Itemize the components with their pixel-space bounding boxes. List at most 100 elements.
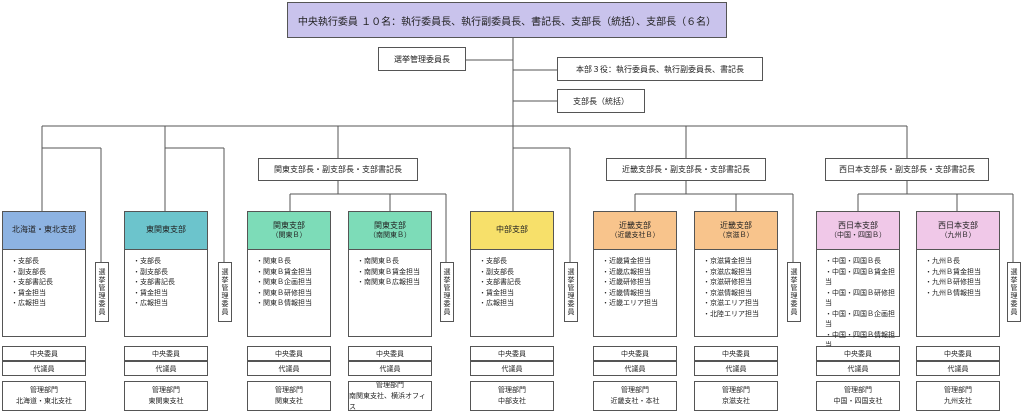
branch-header: 近畿支部（京滋Ｂ） [695, 212, 777, 250]
representative-cell: 代議員 [348, 361, 432, 376]
branch-header: 西日本支部（中国・四国Ｂ） [817, 212, 899, 250]
duty-item: 広報担当 [133, 298, 207, 309]
duty-item: 九州Ｂ長 [925, 256, 999, 267]
management-dept-label: 管理部門 [498, 386, 526, 394]
branch-box: 近畿支部（近畿支社Ｂ）近畿賃金担当近畿広報担当近畿研修担当近畿情報担当近畿エリア… [593, 211, 677, 337]
duty-item: 中国・四国Ｂ賃金担当 [825, 267, 899, 288]
duty-item: 京滋賃金担当 [703, 256, 777, 267]
branch-subname: （京滋Ｂ） [718, 231, 754, 240]
management-dept-box: 管理部門関東支社 [247, 381, 331, 411]
management-dept-location: 京滋支社 [722, 397, 750, 405]
election-committee-vertical-box: 選挙管理委員 [1007, 262, 1021, 322]
management-dept-label: 管理部門 [621, 386, 649, 394]
duty-item: 南関東Ｂ長 [357, 256, 431, 267]
duty-item: 京滋情報担当 [703, 288, 777, 299]
branch-name: 関東支部 [374, 220, 406, 230]
branch-box: 北海道・東北支部支部長副支部長支部書記長賃金担当広報担当 [2, 211, 86, 337]
duty-item: 関東Ｂ賃金担当 [256, 267, 330, 278]
duty-list: 南関東Ｂ長南関東Ｂ賃金担当南関東Ｂ広報担当 [349, 250, 431, 288]
duty-item: 支部長 [11, 256, 85, 267]
management-dept-location: 南関東支社、横浜オフィス [349, 391, 426, 411]
duty-item: 京滋研修担当 [703, 277, 777, 288]
west-region-head-box: 西日本支部長・副支部長・支部書記長 [825, 158, 989, 181]
branch-box: 西日本支部（九州Ｂ）九州Ｂ長九州Ｂ賃金担当九州Ｂ研修担当九州Ｂ情報担当 [916, 211, 1000, 337]
management-dept-box: 管理部門九州支社 [916, 381, 1000, 411]
branch-name: 東関東支部 [146, 225, 186, 235]
branch-subname: （南関東Ｂ） [369, 231, 411, 240]
representative-cell: 代議員 [593, 361, 677, 376]
central-committee-cell: 中央委員 [348, 346, 432, 361]
duty-item: 南関東Ｂ広報担当 [357, 277, 431, 288]
central-committee-cell: 中央委員 [2, 346, 86, 361]
branch-header: 北海道・東北支部 [3, 212, 85, 250]
duty-item: 副支部長 [11, 267, 85, 278]
duty-item: 近畿エリア担当 [602, 298, 676, 309]
branch-box: 近畿支部（京滋Ｂ）京滋賃金担当京滋広報担当京滋研修担当京滋情報担当京滋エリア担当… [694, 211, 778, 337]
duty-item: 北陸エリア担当 [703, 309, 777, 320]
branch-subname: （近畿支社Ｂ） [610, 231, 660, 240]
duty-item: 広報担当 [479, 298, 553, 309]
duty-item: 近畿広報担当 [602, 267, 676, 278]
management-dept-box: 管理部門中国・四国支社 [816, 381, 900, 411]
duty-item: 南関東Ｂ賃金担当 [357, 267, 431, 278]
duty-item: 関東Ｂ情報担当 [256, 298, 330, 309]
management-dept-location: 関東支社 [275, 397, 303, 405]
management-dept-location: 九州支社 [944, 397, 972, 405]
duty-list: 中国・四国Ｂ長中国・四国Ｂ賃金担当中国・四国Ｂ研修担当中国・四国Ｂ企画担当中国・… [817, 250, 899, 351]
duty-item: 中国・四国Ｂ長 [825, 256, 899, 267]
duty-list: 京滋賃金担当京滋広報担当京滋研修担当京滋情報担当京滋エリア担当北陸エリア担当 [695, 250, 777, 319]
management-dept-label: 管理部門 [152, 386, 180, 394]
duty-item: 中国・四国Ｂ企画担当 [825, 309, 899, 330]
branch-box: 関東支部（関東Ｂ） 関東Ｂ長関東Ｂ賃金担当関東Ｂ企画担当関東Ｂ研修担当関東Ｂ情報担… [247, 211, 331, 337]
management-dept-location: 近畿支社・本社 [610, 397, 660, 405]
management-dept-label: 管理部門 [275, 386, 303, 394]
management-dept-box: 管理部門中部支社 [470, 381, 554, 411]
management-dept-location: 中部支社 [498, 397, 526, 405]
branch-name: 近畿支部 [619, 220, 651, 230]
duty-list: 関東Ｂ長関東Ｂ賃金担当関東Ｂ企画担当関東Ｂ研修担当関東Ｂ情報担当 [248, 250, 330, 309]
management-dept-label: 管理部門 [844, 386, 872, 394]
management-dept-box: 管理部門京滋支社 [694, 381, 778, 411]
duty-item: 支部書記長 [479, 277, 553, 288]
branch-box: 西日本支部（中国・四国Ｂ）中国・四国Ｂ長中国・四国Ｂ賃金担当中国・四国Ｂ研修担当… [816, 211, 900, 349]
central-committee-cell: 中央委員 [247, 346, 331, 361]
management-dept-label: 管理部門 [944, 386, 972, 394]
election-committee-vertical-box: 選挙管理委員 [95, 262, 109, 322]
election-committee-vertical-box: 選挙管理委員 [787, 262, 801, 322]
branch-box: 中部支部支部長副支部長支部書記長賃金担当広報担当 [470, 211, 554, 337]
branch-subname: （関東Ｂ） [271, 231, 307, 240]
central-committee-cell: 中央委員 [593, 346, 677, 361]
management-dept-box: 管理部門南関東支社、横浜オフィス [348, 381, 432, 411]
duty-item: 近畿情報担当 [602, 288, 676, 299]
duty-item: 支部書記長 [11, 277, 85, 288]
duty-item: 支部長 [133, 256, 207, 267]
branch-name: 関東支部 [273, 220, 305, 230]
election-committee-vertical-box: 選挙管理委員 [218, 262, 232, 322]
duty-item: 九州Ｂ情報担当 [925, 288, 999, 299]
management-dept-box: 管理部門近畿支社・本社 [593, 381, 677, 411]
branch-box: 関東支部（南関東Ｂ）南関東Ｂ長南関東Ｂ賃金担当南関東Ｂ広報担当 [348, 211, 432, 337]
duty-item: 支部書記長 [133, 277, 207, 288]
duty-item: 関東Ｂ研修担当 [256, 288, 330, 299]
duty-item: 賃金担当 [479, 288, 553, 299]
management-dept-label: 管理部門 [376, 380, 404, 389]
election-committee-vertical-box: 選挙管理委員 [564, 262, 578, 322]
representative-cell: 代議員 [124, 361, 208, 376]
central-committee-cell: 中央委員 [916, 346, 1000, 361]
central-committee-cell: 中央委員 [816, 346, 900, 361]
management-dept-location: 北海道・東北支社 [16, 397, 72, 405]
branch-header: 西日本支部（九州Ｂ） [917, 212, 999, 250]
management-dept-location: 東関東支社 [148, 397, 184, 405]
branch-header: 関東支部（南関東Ｂ） [349, 212, 431, 250]
duty-item: 賃金担当 [133, 288, 207, 299]
branch-name: 北海道・東北支部 [12, 225, 76, 235]
central-committee-cell: 中央委員 [694, 346, 778, 361]
hq-three-officers-box: 本部３役：執行委員長、執行副委員長、書記長 [557, 57, 763, 81]
duty-item: 関東Ｂ長 [256, 256, 330, 267]
election-committee-vertical-box: 選挙管理委員 [440, 262, 454, 322]
branch-name: 西日本支部 [938, 220, 978, 230]
representative-cell: 代議員 [694, 361, 778, 376]
duty-item: 九州Ｂ賃金担当 [925, 267, 999, 278]
duty-item: 副支部長 [479, 267, 553, 278]
